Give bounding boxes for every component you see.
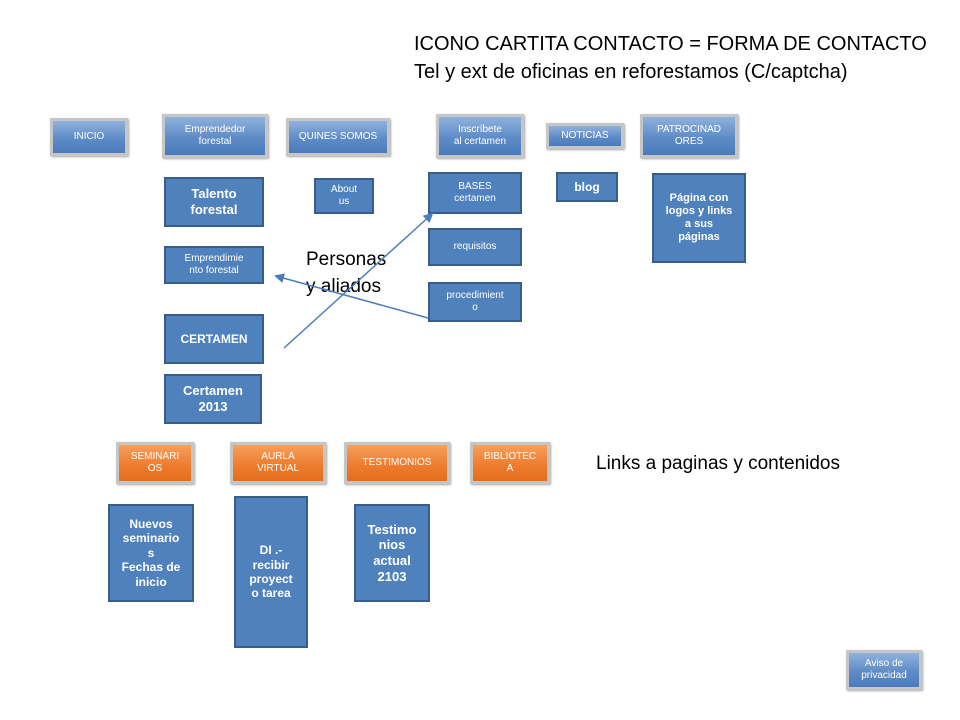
aviso-privacidad-button[interactable]: Aviso de privacidad xyxy=(846,650,922,690)
nav-inicio[interactable]: INICIO xyxy=(50,118,128,156)
item-di-recibir-proyecto[interactable]: DI .- recibir proyect o tarea xyxy=(234,496,308,648)
item-requisitos[interactable]: requisitos xyxy=(428,228,522,266)
nav-aula-virtual[interactable]: AURLA VIRTUAL xyxy=(230,442,326,484)
item-certamen[interactable]: CERTAMEN xyxy=(164,314,264,364)
item-bases-certamen[interactable]: BASES certamen xyxy=(428,172,522,214)
nav-emprendedor-forestal[interactable]: Emprendedor forestal xyxy=(162,114,268,158)
item-pagina-logos[interactable]: Página con logos y links a sus páginas xyxy=(652,173,746,263)
header-line-1: ICONO CARTITA CONTACTO = FORMA DE CONTAC… xyxy=(414,33,927,55)
nav-biblioteca[interactable]: BIBLIOTEC A xyxy=(470,442,550,484)
item-certamen-2013[interactable]: Certamen 2013 xyxy=(164,374,262,424)
arrow-certamen-to-bases xyxy=(283,212,434,349)
item-blog[interactable]: blog xyxy=(556,172,618,202)
item-procedimiento[interactable]: procedimient o xyxy=(428,282,522,322)
annotation-personas-aliados: Personas y aliados xyxy=(306,249,387,297)
nav-patrocinadores[interactable]: PATROCINAD ORES xyxy=(640,114,738,158)
item-about-us[interactable]: About us xyxy=(314,178,374,214)
item-testimonios-actual[interactable]: Testimo nios actual 2103 xyxy=(354,504,430,602)
nav-testimonios[interactable]: TESTIMONIOS xyxy=(344,442,450,484)
item-emprendimiento-forestal[interactable]: Emprendimie nto forestal xyxy=(164,246,264,284)
nav-quienes-somos[interactable]: QUINES SOMOS xyxy=(286,118,390,156)
nav-seminarios[interactable]: SEMINARI OS xyxy=(116,442,194,484)
arrow-procedimiento-to-emprendimiento xyxy=(274,273,429,319)
nav-noticias[interactable]: NOTICIAS xyxy=(546,123,624,149)
item-nuevos-seminarios[interactable]: Nuevos seminario s Fechas de inicio xyxy=(108,504,194,602)
nav-inscribete[interactable]: Inscríbete al certamen xyxy=(436,114,524,158)
annotation-links-paginas: Links a paginas y contenidos xyxy=(596,453,840,474)
item-talento-forestal[interactable]: Talento forestal xyxy=(164,177,264,227)
header-line-2: Tel y ext de oficinas en reforestamos (C… xyxy=(414,61,848,83)
